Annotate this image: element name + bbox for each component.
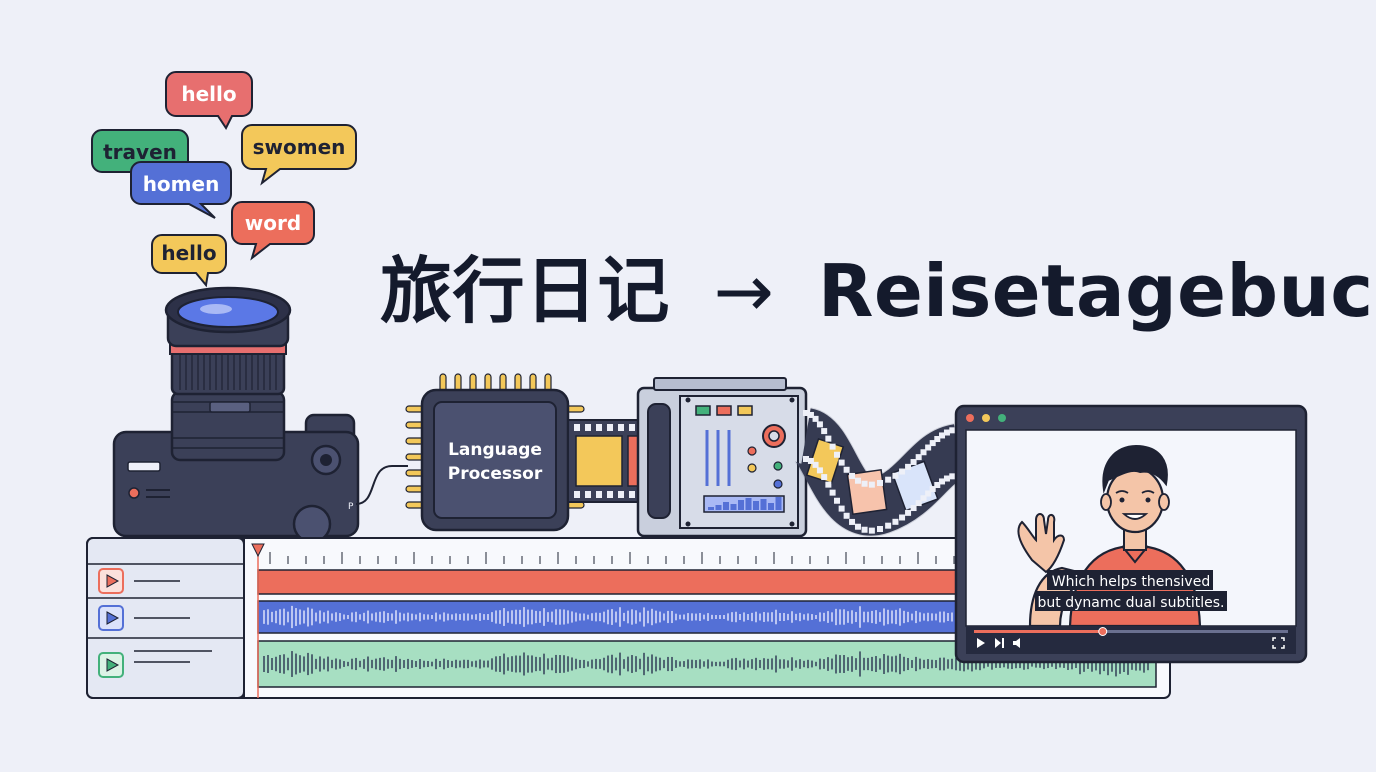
film-strip-output [791, 407, 966, 537]
play-icon [106, 574, 120, 588]
bubble-traven-text: traven [103, 140, 177, 164]
subtitle-waveform [263, 651, 1149, 677]
camera: P [112, 286, 360, 544]
subtitle-line-1: Which helps thensived [1052, 574, 1210, 590]
camera-lens [164, 286, 292, 462]
film-holes-curved [803, 410, 961, 534]
bubble-hello-top-text: hello [181, 82, 236, 106]
bubble-swomen-text: swomen [253, 135, 346, 159]
chip-label-line1: Language [448, 440, 542, 460]
svg-text:P: P [348, 502, 354, 512]
bubble-hello-top: hello [165, 71, 253, 130]
bubble-word-text: word [245, 211, 301, 235]
translation-headline: 旅行日记 → Reisetagebuch [380, 232, 1376, 337]
bubble-homen: homen [130, 161, 232, 219]
subtitle-overlay: Which helps thensived but dynamc dual su… [1035, 570, 1227, 611]
time-ruler [269, 552, 955, 564]
audio-waveform [263, 605, 965, 629]
volume-icon[interactable] [1013, 638, 1020, 648]
level-meter [708, 497, 782, 510]
video-player-window: Which helps thensived but dynamc dual su… [954, 404, 1308, 664]
player-controls [966, 626, 1296, 654]
camera-flash [127, 461, 161, 472]
window-close-dot[interactable] [966, 414, 974, 422]
seek-bar-track[interactable] [974, 630, 1288, 633]
play-icon [106, 611, 120, 625]
window-maximize-dot[interactable] [998, 414, 1006, 422]
window-minimize-dot[interactable] [982, 414, 990, 422]
play-icon [106, 658, 120, 672]
camera-cable [355, 465, 408, 505]
playhead[interactable] [251, 543, 265, 698]
bubble-word: word [231, 201, 315, 261]
target-title: Reisetagebuch [818, 249, 1376, 333]
bubble-homen-text: homen [143, 172, 220, 196]
seek-bar-fill [974, 630, 1103, 633]
bubble-swomen: swomen [241, 124, 357, 186]
chip-label-line2: Processor [448, 464, 543, 484]
track-header-subtitle[interactable] [98, 650, 212, 678]
play-icon[interactable] [977, 638, 985, 648]
lens-grip [179, 352, 277, 390]
track-header-video[interactable] [98, 568, 180, 594]
arrow-icon: → [713, 249, 775, 333]
audio-clip[interactable] [257, 600, 971, 634]
video-clip[interactable] [257, 569, 971, 595]
bubble-hello-bottom: hello [151, 234, 227, 288]
bubble-hello-bottom-text: hello [161, 241, 216, 265]
seek-bar-handle[interactable] [1098, 627, 1108, 636]
track-header-audio[interactable] [98, 605, 190, 631]
timeline-editor [86, 537, 1171, 699]
bubble-traven: traven [91, 129, 189, 173]
processing-unit [636, 377, 808, 538]
source-title: 旅行日记 [380, 249, 671, 333]
language-processor-chip: Language Processor [405, 373, 585, 532]
skip-forward-icon[interactable] [995, 638, 1004, 648]
fullscreen-icon[interactable] [1272, 637, 1285, 649]
subtitle-line-2: but dynamc dual subtitles. [1038, 595, 1225, 611]
camera-record-light [128, 487, 140, 499]
